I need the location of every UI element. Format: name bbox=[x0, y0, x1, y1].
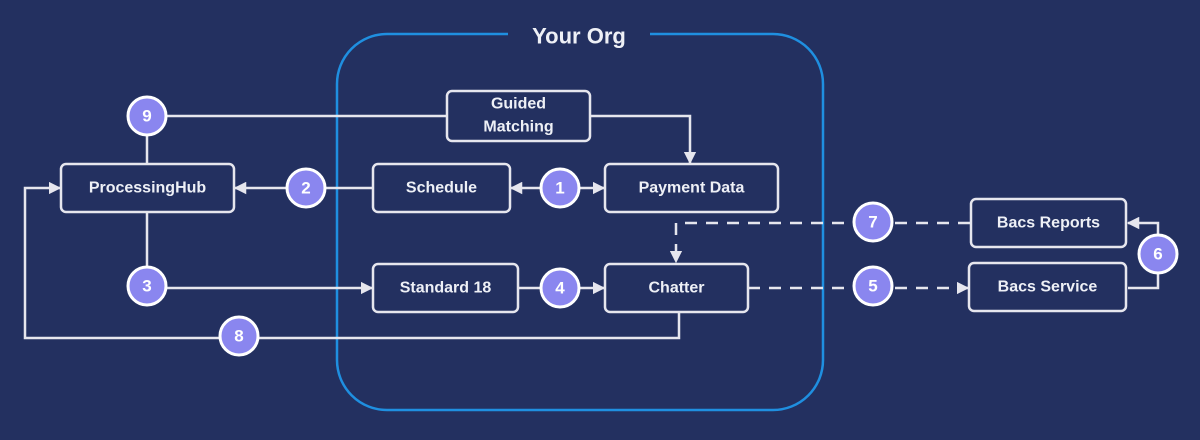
node-schedule-label: Schedule bbox=[406, 180, 477, 197]
node-bacs-service: Bacs Service bbox=[967, 261, 1128, 313]
node-standard-18-label: Standard 18 bbox=[400, 280, 492, 297]
step-badge-1: 1 bbox=[539, 167, 581, 209]
org-title-gap bbox=[508, 22, 650, 48]
step-badge-6: 6 bbox=[1137, 233, 1179, 275]
step-badge-3: 3 bbox=[126, 265, 168, 307]
step-badge-6-label: 6 bbox=[1153, 245, 1162, 264]
connector-chatter-to-hub bbox=[23, 181, 681, 340]
node-processing-hub-label: ProcessingHub bbox=[89, 180, 207, 197]
connector-step9-to-payment-data bbox=[147, 114, 697, 165]
step-badge-7: 7 bbox=[852, 201, 894, 243]
step-badge-8-label: 8 bbox=[234, 327, 243, 346]
connector-bacs-reports-to-chatter bbox=[669, 221, 970, 264]
step-badge-1-label: 1 bbox=[555, 179, 564, 198]
node-guided-matching: Guided Matching bbox=[445, 89, 592, 143]
node-bacs-reports-label: Bacs Reports bbox=[997, 215, 1100, 232]
step-badge-5: 5 bbox=[852, 265, 894, 307]
step-badge-5-label: 5 bbox=[868, 277, 877, 296]
step-badge-2: 2 bbox=[285, 167, 327, 209]
node-chatter-label: Chatter bbox=[648, 280, 704, 297]
node-chatter: Chatter bbox=[603, 262, 750, 314]
node-schedule: Schedule bbox=[371, 162, 512, 214]
step-badge-3-label: 3 bbox=[142, 277, 151, 296]
node-processing-hub: ProcessingHub bbox=[59, 162, 236, 214]
node-bacs-service-label: Bacs Service bbox=[998, 279, 1098, 296]
step-badge-8: 8 bbox=[218, 315, 260, 357]
step-badge-2-label: 2 bbox=[301, 179, 310, 198]
step-badge-4: 4 bbox=[539, 267, 581, 309]
node-payment-data-label: Payment Data bbox=[639, 180, 745, 197]
step-badge-9: 9 bbox=[126, 95, 168, 137]
node-payment-data: Payment Data bbox=[603, 162, 780, 214]
node-standard-18: Standard 18 bbox=[371, 262, 520, 314]
step-badge-7-label: 7 bbox=[868, 213, 877, 232]
step-badge-4-label: 4 bbox=[555, 279, 565, 298]
node-guided-matching-line2: Matching bbox=[483, 119, 553, 136]
node-guided-matching-line1: Guided bbox=[491, 96, 546, 113]
node-bacs-reports: Bacs Reports bbox=[969, 197, 1128, 249]
step-badge-9-label: 9 bbox=[142, 107, 151, 126]
org-title: Your Org bbox=[532, 24, 626, 49]
